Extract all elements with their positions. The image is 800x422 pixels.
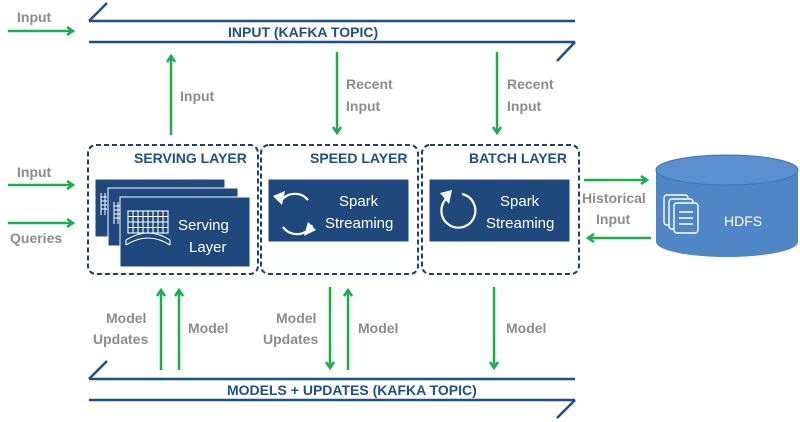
batch-layer-container: [421, 144, 580, 275]
speed-model-label: Model: [358, 320, 398, 336]
speed-recent-input-label-1: Recent: [346, 76, 393, 92]
speed-box-text-2: Streaming: [325, 215, 393, 232]
batch-model-label: Model: [506, 320, 546, 336]
serving-model-label: Model: [188, 320, 228, 336]
serving-input-flow-label: Input: [180, 88, 215, 104]
speed-spark-box: [267, 178, 410, 243]
batch-recent-input-label-1: Recent: [507, 76, 554, 92]
serving-model-updates-label-2: Updates: [93, 331, 148, 347]
grid-icon-middle: [113, 202, 120, 224]
batch-layer-title: BATCH LAYER: [469, 150, 567, 166]
input-topic-left-slash: [88, 2, 108, 22]
batch-layer-box: Spark Streaming: [428, 178, 571, 243]
models-topic-left-slash: [88, 360, 108, 380]
serving-stack-front: [119, 196, 251, 268]
hdfs-storage: HDFS: [655, 154, 799, 257]
grid-icon: [125, 210, 171, 246]
speed-layer-box: Spark Streaming: [267, 178, 410, 243]
queries-label: Queries: [10, 230, 62, 246]
serving-model-updates-label-1: Model: [106, 310, 146, 326]
speed-layer-title: SPEED LAYER: [310, 150, 408, 166]
serving-layer-box: Serving Layer: [94, 178, 251, 268]
hdfs-cylinder-top: [655, 154, 799, 186]
documents-icon: [663, 194, 699, 234]
serving-box-text-1: Serving: [178, 217, 229, 234]
models-topic-label: MODELS + UPDATES (KAFKA TOPIC): [227, 382, 477, 398]
historical-input-label-2: Input: [596, 211, 631, 227]
historical-input-label-1: Historical: [582, 190, 646, 206]
speed-recent-input-label-2: Input: [346, 98, 381, 114]
sync-arrows-icon: [273, 191, 316, 236]
models-topic-right-slash: [556, 399, 576, 419]
batch-recent-input-label-2: Input: [507, 98, 542, 114]
input-topic-right-slash: [556, 41, 576, 62]
speed-layer-container: [260, 144, 419, 275]
hdfs-label: HDFS: [724, 213, 762, 229]
serving-input-label: Input: [17, 164, 52, 180]
serving-box-text-2: Layer: [189, 239, 227, 256]
external-input-label: Input: [17, 9, 52, 25]
batch-spark-box: [428, 178, 571, 243]
batch-box-text-1: Spark: [500, 193, 540, 210]
input-topic-label: INPUT (KAFKA TOPIC): [228, 24, 378, 40]
speed-model-updates-label-2: Updates: [263, 331, 318, 347]
input-kafka-topic: INPUT (KAFKA TOPIC): [88, 2, 576, 62]
serving-layer-title: SERVING LAYER: [134, 150, 247, 166]
speed-box-text-1: Spark: [339, 193, 379, 210]
serving-layer-container: [87, 144, 259, 275]
speed-model-updates-label-1: Model: [276, 310, 316, 326]
hdfs-cylinder-body: [656, 170, 798, 257]
grid-icon-back: [100, 193, 107, 215]
circular-arrow-icon: [440, 190, 477, 229]
batch-box-text-2: Streaming: [486, 215, 554, 232]
models-kafka-topic: MODELS + UPDATES (KAFKA TOPIC): [88, 360, 576, 419]
